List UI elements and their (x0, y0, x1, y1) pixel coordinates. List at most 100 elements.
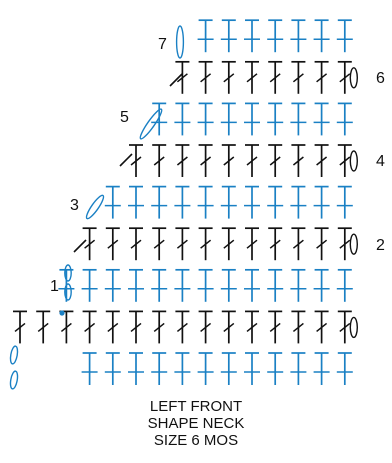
dc-stitch (82, 310, 97, 344)
hdc-stitch (104, 268, 121, 302)
hdc-stitch (197, 352, 214, 385)
dc-stitch (129, 144, 143, 177)
hdc-stitch (81, 352, 98, 385)
hdc-stitch (267, 102, 284, 136)
hdc-stitch (290, 102, 307, 136)
hdc-stitch (174, 268, 191, 302)
row-label-3: 3 (70, 197, 79, 214)
row-label-2: 2 (376, 237, 385, 254)
dc-stitch (314, 60, 329, 94)
dc-stitch (268, 60, 283, 94)
decrease-marker (73, 239, 87, 253)
hdc-stitch (267, 352, 284, 385)
decrease-marker (119, 153, 133, 167)
chain-oval (64, 264, 72, 282)
dc-stitch (129, 310, 143, 344)
dc-stitch (13, 310, 27, 344)
hdc-stitch (267, 19, 284, 53)
turning-chain-oval (349, 233, 358, 255)
dc-stitch (198, 310, 213, 344)
dc-stitch (245, 144, 259, 177)
chain-oval (85, 194, 105, 220)
hdc-stitch (290, 352, 307, 385)
row-label-5: 5 (120, 109, 129, 126)
dc-stitch (175, 60, 190, 94)
hdc-stitch (220, 102, 237, 136)
dc-stitch (291, 144, 306, 177)
hdc-stitch (267, 268, 284, 302)
turning-chain-oval (349, 150, 358, 172)
hdc-stitch (313, 102, 330, 136)
dc-stitch (175, 227, 190, 261)
dc-stitch (221, 60, 236, 94)
hdc-stitch (174, 185, 191, 219)
row-label-6: 6 (376, 70, 385, 87)
dc-stitch (268, 227, 283, 261)
caption-line-3: SIZE 6 MOS (153, 432, 239, 449)
hdc-stitch (197, 19, 214, 53)
hdc-stitch (244, 19, 260, 53)
hdc-stitch (174, 352, 191, 385)
hdc-stitch (244, 102, 260, 136)
dc-stitch (337, 60, 352, 94)
dc-stitch (105, 227, 120, 261)
row-label-4: 4 (376, 153, 385, 170)
dc-stitch (152, 144, 167, 177)
hdc-stitch (151, 352, 168, 385)
dc-stitch (105, 310, 120, 344)
hdc-stitch (313, 268, 330, 302)
dc-stitch (129, 227, 143, 261)
dc-stitch (291, 227, 306, 261)
chain-oval (175, 25, 185, 59)
dc-stitch (221, 144, 236, 177)
hdc-stitch (197, 268, 214, 302)
hdc-stitch (290, 268, 307, 302)
dc-stitch (314, 310, 329, 344)
dc-stitch (337, 227, 352, 261)
hdc-stitch (336, 185, 353, 219)
hdc-stitch (313, 352, 330, 385)
hdc-stitch (197, 102, 214, 136)
chain-oval (9, 370, 19, 390)
start-dot (59, 310, 65, 316)
decrease-marker (169, 73, 183, 87)
hdc-stitch (174, 102, 191, 136)
dc-stitch (245, 60, 259, 94)
row-label-1: 1 (50, 278, 59, 295)
hdc-stitch (336, 102, 353, 136)
row-label-7: 7 (158, 36, 167, 53)
hdc-stitch (128, 352, 144, 385)
hdc-stitch (267, 185, 284, 219)
dc-stitch (175, 310, 190, 344)
hdc-stitch (220, 19, 237, 53)
hdc-stitch (104, 352, 121, 385)
hdc-stitch (336, 268, 353, 302)
dc-stitch (268, 144, 283, 177)
dc-stitch (245, 227, 259, 261)
chain-oval (9, 345, 19, 365)
dc-stitch (82, 227, 97, 261)
hdc-stitch (128, 185, 144, 219)
turning-chain-oval (349, 316, 358, 339)
dc-stitch (268, 310, 283, 344)
chain-oval (64, 283, 72, 301)
caption-line-1: LEFT FRONT (149, 398, 243, 415)
dc-stitch (291, 60, 306, 94)
hdc-stitch (244, 185, 260, 219)
hdc-stitch (313, 19, 330, 53)
dc-stitch (198, 227, 213, 261)
hdc-stitch (81, 268, 98, 302)
hdc-stitch (151, 185, 168, 219)
hdc-stitch (244, 352, 260, 385)
hdc-stitch (313, 185, 330, 219)
dc-stitch (337, 310, 352, 344)
chart-caption: LEFT FRONT SHAPE NECK SIZE 6 MOS (0, 398, 392, 449)
hdc-stitch (197, 185, 214, 219)
dc-stitch (59, 310, 74, 344)
hdc-stitch (336, 19, 353, 53)
hdc-stitch (290, 185, 307, 219)
dc-stitch (337, 144, 352, 177)
dc-stitch (221, 310, 236, 344)
hdc-stitch (128, 268, 144, 302)
